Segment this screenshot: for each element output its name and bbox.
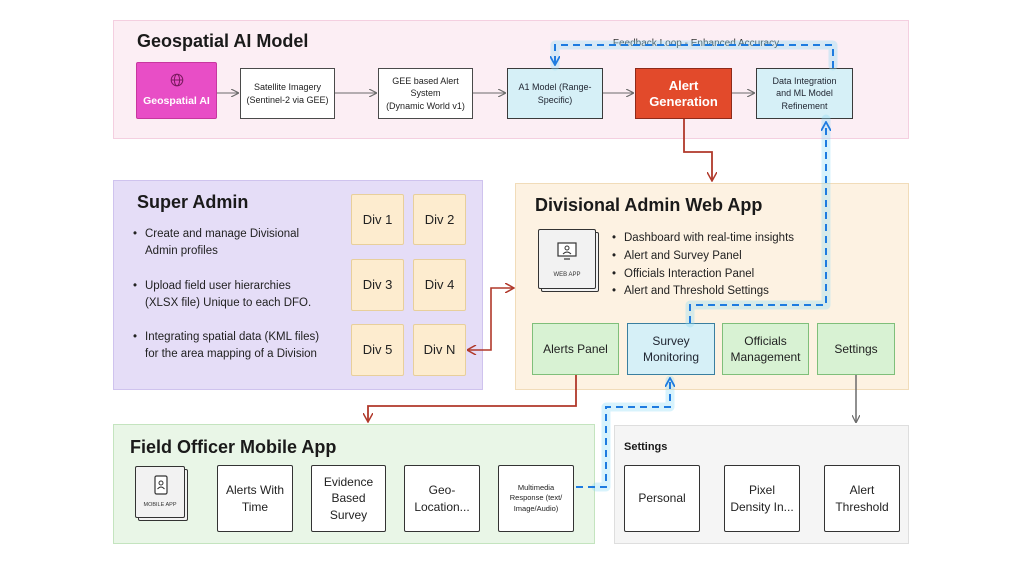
geospatial-ai-title: Geospatial AI Model — [137, 31, 309, 51]
survey-to-integration-line — [689, 123, 826, 323]
feedback-loop-label: Feedback Loop - Enhanced Accuracy — [600, 38, 792, 49]
super-admin-title: Super Admin — [137, 192, 249, 212]
divisional-admin-bullet: Alert and Survey Panel — [610, 248, 810, 266]
mobile-app-device: MOBILE APP — [135, 466, 185, 518]
settings-title: Settings — [624, 441, 668, 453]
field-officer-title: Field Officer Mobile App — [130, 437, 337, 457]
officials-management-module: Officials Management — [722, 323, 809, 375]
survey-monitoring-module: Survey Monitoring — [627, 323, 715, 375]
multimedia-response-box: Multimedia Response (text/ Image/Audio) — [498, 465, 574, 532]
alert-generation-box: Alert Generation — [635, 68, 732, 119]
super-admin-bullet: Create and manage Divisional Admin profi… — [131, 226, 341, 261]
settings-module: Settings — [817, 323, 895, 375]
satellite-imagery-box: Satellite Imagery (Sentinel-2 via GEE) — [240, 68, 335, 119]
divisional-admin-bullet: Alert and Threshold Settings — [610, 283, 810, 301]
super-admin-bullet: Integrating spatial data (KML files) for… — [131, 329, 341, 364]
web-app-device-label: WEB APP — [553, 272, 581, 278]
monitor-icon — [557, 242, 577, 260]
phone-icon — [154, 475, 168, 495]
divisional-admin-title: Divisional Admin Web App — [535, 195, 763, 215]
super-admin-bullets: Create and manage Divisional Admin profi… — [131, 226, 341, 364]
mobile-app-device-label: MOBILE APP — [143, 502, 177, 508]
globe-icon — [170, 73, 184, 87]
alerts-panel-module: Alerts Panel — [532, 323, 619, 375]
multimedia-to-survey-line — [576, 379, 670, 488]
data-integration-box: Data Integration and ML Model Refinement — [756, 68, 853, 119]
division-box-1: Div 1 — [351, 194, 404, 245]
division-box-n: Div N — [413, 324, 466, 376]
feedback-loop-line — [555, 44, 834, 68]
personal-setting-box: Personal — [624, 465, 700, 532]
evidence-based-survey-box: Evidence Based Survey — [311, 465, 386, 532]
arrow-alerts-to-mobile — [368, 375, 577, 421]
gee-alert-system-box: GEE based Alert System (Dynamic World v1… — [378, 68, 473, 119]
a1-model-box: A1 Model (Range- Specific) — [507, 68, 603, 119]
divisional-admin-bullets: Dashboard with real-time insights Alert … — [610, 230, 810, 301]
divisional-admin-bullet: Officials Interaction Panel — [610, 266, 810, 284]
division-box-2: Div 2 — [413, 194, 466, 245]
super-admin-bullet: Upload field user hierarchies (XLSX file… — [131, 278, 341, 313]
geo-location-box: Geo- Location... — [404, 465, 480, 532]
alerts-with-time-box: Alerts With Time — [217, 465, 293, 532]
divisional-admin-bullet: Dashboard with real-time insights — [610, 230, 810, 248]
geospatial-ai-badge: Geospatial AI — [136, 62, 217, 119]
arrow-alert-to-webapp — [683, 119, 712, 180]
division-box-4: Div 4 — [413, 259, 466, 311]
pixel-density-setting-box: Pixel Density In... — [724, 465, 800, 532]
division-box-3: Div 3 — [351, 259, 404, 311]
division-box-5: Div 5 — [351, 324, 404, 376]
arrow-divisions-webapp — [468, 288, 513, 350]
alert-threshold-setting-box: Alert Threshold — [824, 465, 900, 532]
web-app-device: WEB APP — [538, 229, 596, 289]
geospatial-ai-badge-label: Geospatial AI — [143, 95, 210, 107]
